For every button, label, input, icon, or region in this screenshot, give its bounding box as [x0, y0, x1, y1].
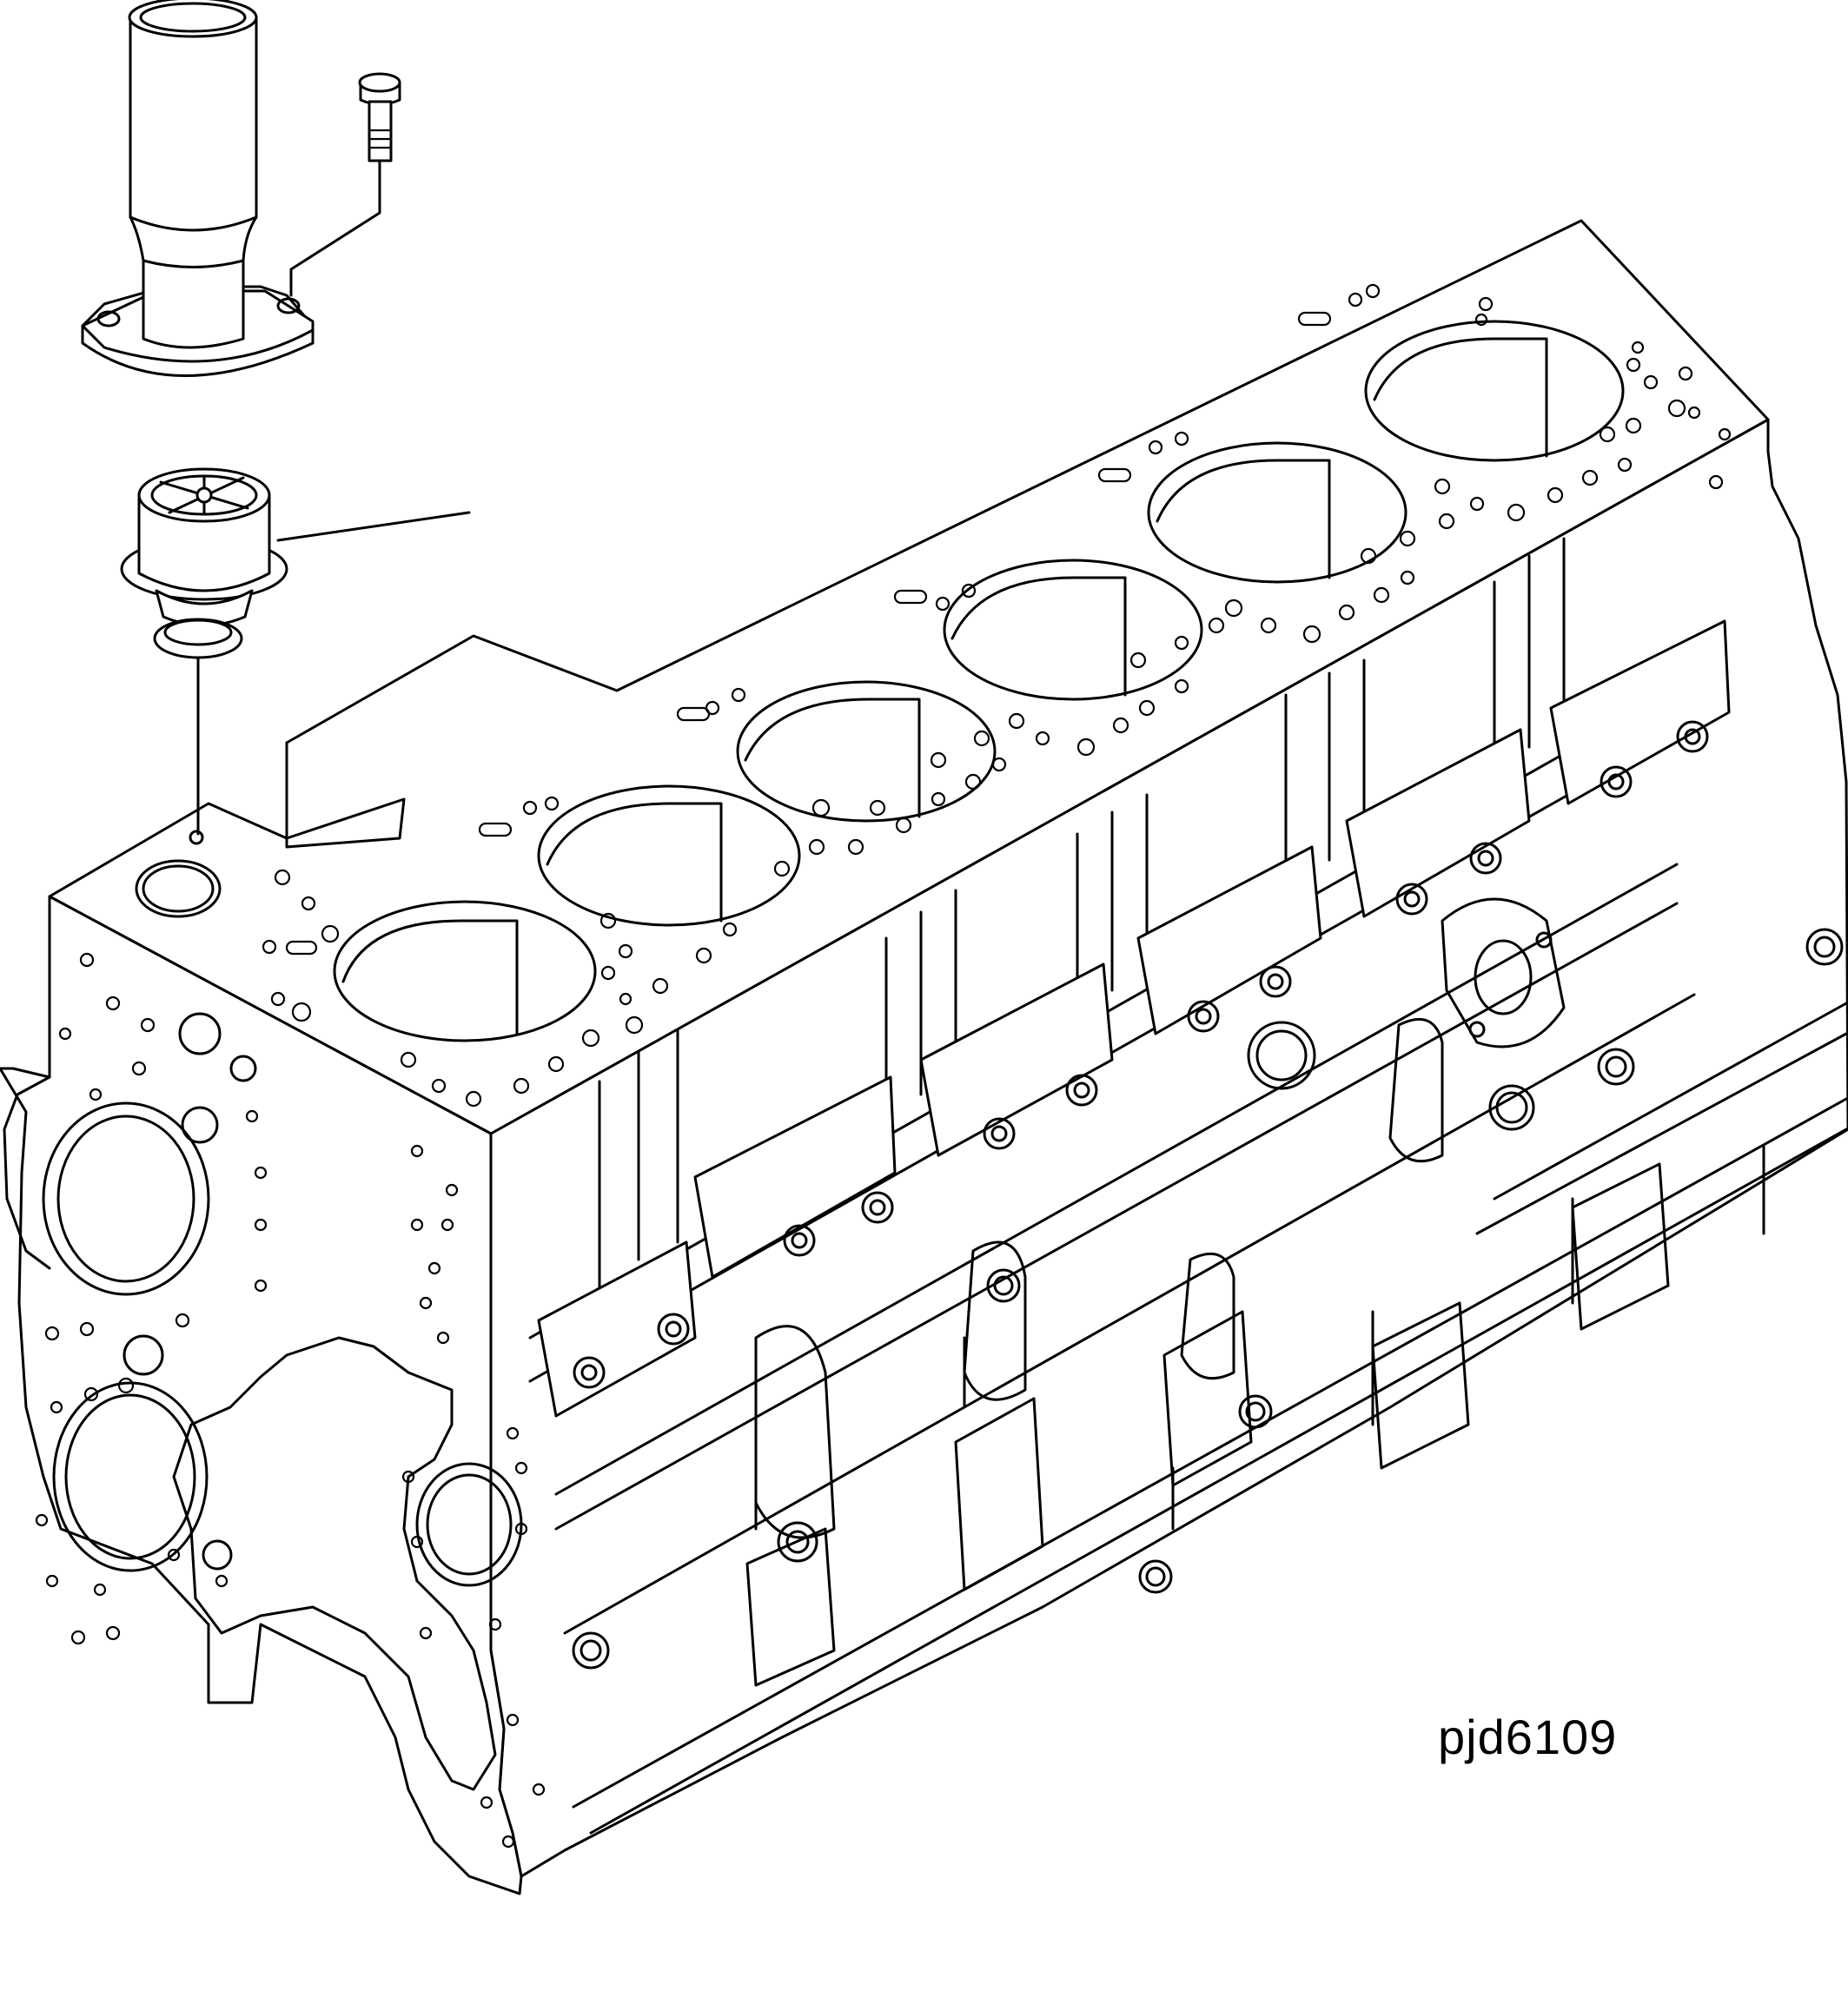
deck-recess — [285, 741, 406, 849]
cap-1 — [537, 1240, 697, 1418]
front-face-holes — [35, 952, 546, 1849]
bore-4 — [943, 559, 1203, 701]
bore-5 — [1147, 441, 1408, 584]
block-top-deck — [48, 219, 1770, 1135]
cylinder-bores — [333, 320, 1625, 1042]
cap-4 — [1136, 845, 1322, 1035]
mounting-bolt — [289, 72, 401, 297]
bore-3 — [736, 680, 997, 823]
cap-5 — [1345, 728, 1531, 918]
thermostat-seal — [153, 618, 243, 659]
side-ribs — [528, 693, 1848, 1835]
cylinder-block — [0, 219, 1848, 1895]
bearing-caps — [537, 619, 1731, 1418]
front-left-lug — [3, 1075, 51, 1270]
drawing-code-label: pjd6109 — [1438, 1710, 1618, 1764]
water-outlet-pipe — [81, 0, 315, 377]
bore-6 — [1364, 320, 1625, 462]
bore-2 — [537, 784, 801, 927]
cap-6 — [1549, 619, 1731, 805]
thermostat-seat — [135, 830, 222, 918]
leader-line-callout — [276, 511, 471, 542]
deck-holes — [262, 283, 1732, 1108]
thermostat-assembly — [120, 467, 471, 836]
side-bosses — [572, 928, 1844, 1670]
lower-ribs — [745, 1145, 1765, 1687]
oil-pad — [1441, 897, 1566, 1048]
cap-3 — [919, 962, 1114, 1157]
crank-cutout — [172, 1336, 497, 1791]
bore-1 — [333, 900, 597, 1042]
block-front-face — [0, 895, 523, 1895]
thermostat — [120, 467, 288, 627]
cap-2 — [693, 1075, 897, 1279]
leader-line-bolt — [289, 159, 381, 297]
